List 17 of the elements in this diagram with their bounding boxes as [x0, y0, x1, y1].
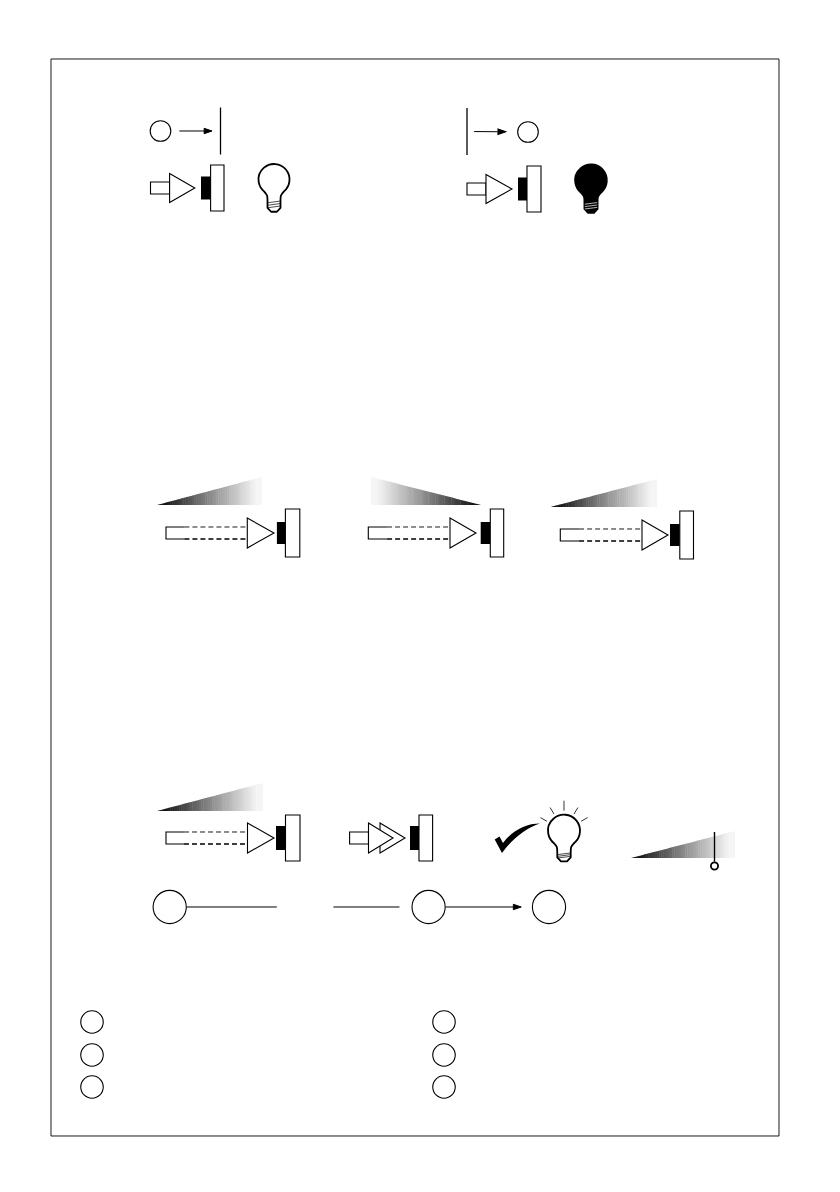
empty-circle: [80, 1043, 104, 1067]
empty-circle: [432, 1043, 456, 1067]
empty-circle: [411, 889, 446, 925]
empty-circle: [432, 1010, 456, 1034]
empty-circle: [152, 889, 187, 925]
empty-circle: [149, 120, 172, 142]
empty-circle: [531, 889, 567, 925]
empty-circle: [80, 1075, 104, 1099]
empty-circle: [80, 1010, 104, 1034]
arrow: [445, 903, 522, 911]
connector-line: [186, 906, 400, 908]
empty-circle: [432, 1075, 456, 1099]
vertical-line: [219, 107, 222, 155]
vertical-line: [466, 108, 468, 155]
arrow: [473, 128, 507, 135]
empty-circle: [517, 121, 539, 143]
arrow: [178, 127, 213, 135]
